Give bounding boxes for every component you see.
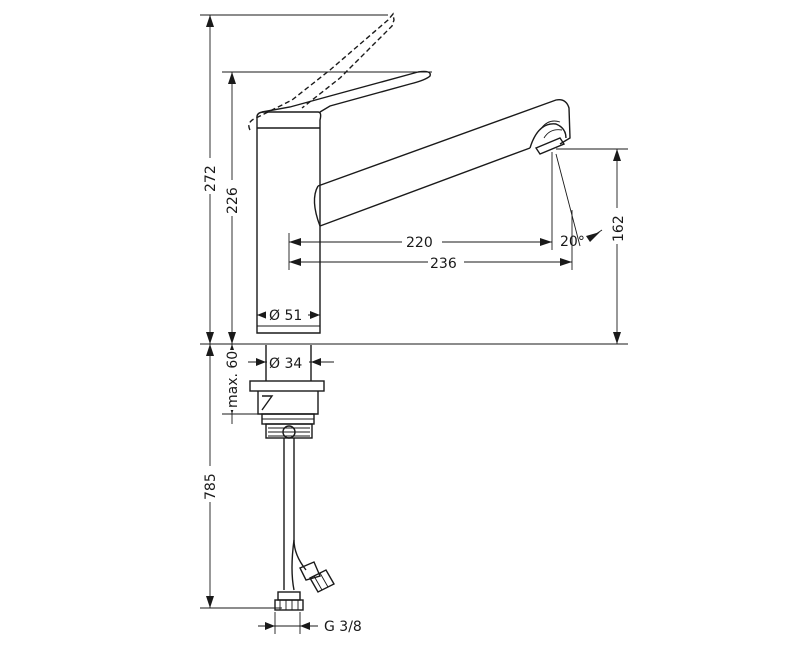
shank-assembly: [249, 345, 335, 611]
lever-raised-outline: [248, 12, 395, 131]
dim-max60-label: max. 60: [225, 351, 241, 408]
faucet-body: [256, 111, 322, 334]
dim-lever-height: 226: [222, 72, 242, 344]
dim-272-label: 272: [203, 165, 219, 192]
lever-handle: [261, 70, 431, 113]
dim-785-label: 785: [203, 473, 219, 500]
dim-body-diameter: Ø 51: [257, 306, 320, 324]
dim-angle-label: 20°: [560, 234, 585, 250]
dim-162-label: 162: [611, 215, 627, 242]
dim-34-label: Ø 34: [269, 356, 302, 372]
dim-max-deck: max. 60: [222, 344, 258, 424]
dim-reach-220: 220: [288, 232, 552, 270]
dim-shank-diameter: Ø 34: [248, 353, 334, 372]
dim-total-height: 272: [200, 15, 220, 344]
dim-51-label: Ø 51: [269, 308, 302, 324]
dim-thread: G 3/8: [258, 612, 362, 635]
dim-spout-height: 162: [608, 149, 628, 344]
dim-226-label: 226: [225, 187, 241, 214]
dim-thread-label: G 3/8: [324, 619, 362, 635]
dim-236-label: 236: [430, 256, 457, 272]
dim-reach-236: 236: [289, 254, 572, 272]
dim-220-label: 220: [406, 235, 433, 251]
spout: [313, 98, 571, 227]
dim-hose-length: 785: [200, 344, 282, 609]
